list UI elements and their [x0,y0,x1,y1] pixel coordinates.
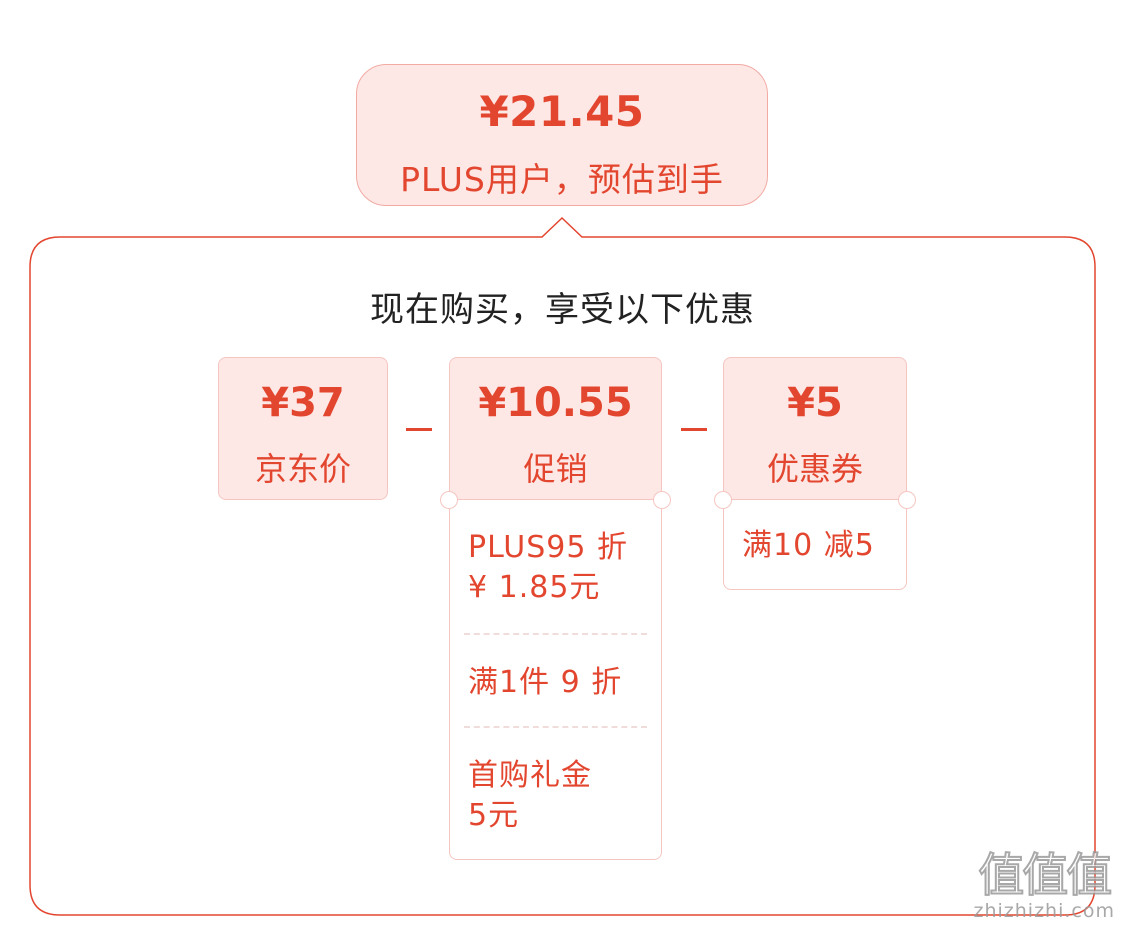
promotion-item-first-purchase-title: 首购礼金 [468,758,592,793]
ticket-notch-right [898,491,916,509]
promotion-item-plus-discount-title: PLUS95 折 [468,530,629,565]
promotion-item-quantity-discount-title: 满1件 9 折 [468,665,623,700]
coupon-item-threshold-title: 满10 减5 [742,528,875,563]
coupon-item-threshold: 满10 减5 [742,526,892,566]
coupon-card-head: ¥5 优惠券 [723,357,907,500]
promotion-card-body: PLUS95 折 ¥ 1.85元 满1件 9 折 首购礼金 5元 [449,500,662,860]
watermark: 值值值 zhizhizhi.com [973,848,1115,922]
item-divider [464,633,647,635]
promotion-item-plus-discount-value: ¥ 1.85元 [468,570,601,605]
coupon-label: 优惠券 [766,450,863,488]
estimated-price-bubble: ¥21.45 PLUS用户，预估到手 [356,64,768,206]
item-divider [464,726,647,728]
promotion-item-first-purchase-value: 5元 [468,798,520,833]
jd-price-card-head: ¥37 京东价 [218,357,388,500]
coupon-amount: ¥5 [787,380,843,426]
promotion-item-plus-discount: PLUS95 折 ¥ 1.85元 [468,528,647,608]
minus-operator-2 [681,428,707,431]
promotion-card-head: ¥10.55 促销 [449,357,662,500]
ticket-notch-right [653,491,671,509]
promotion-item-first-purchase: 首购礼金 5元 [468,756,647,836]
watermark-url: zhizhizhi.com [973,900,1115,922]
estimated-price-label: PLUS用户，预估到手 [400,160,724,199]
panel-title: 现在购买，享受以下优惠 [370,290,755,330]
jd-price-label: 京东价 [254,450,351,488]
watermark-logo: 值值值 [977,848,1113,902]
estimated-price: ¥21.45 [479,87,645,136]
ticket-notch-left [440,491,458,509]
coupon-card-body: 满10 减5 [723,500,907,590]
promotion-amount: ¥10.55 [478,380,633,426]
ticket-notch-left [714,491,732,509]
promotion-label: 促销 [523,450,588,488]
minus-operator-1 [406,428,432,431]
jd-price-amount: ¥37 [261,380,345,426]
promotion-item-quantity-discount: 满1件 9 折 [468,663,647,703]
